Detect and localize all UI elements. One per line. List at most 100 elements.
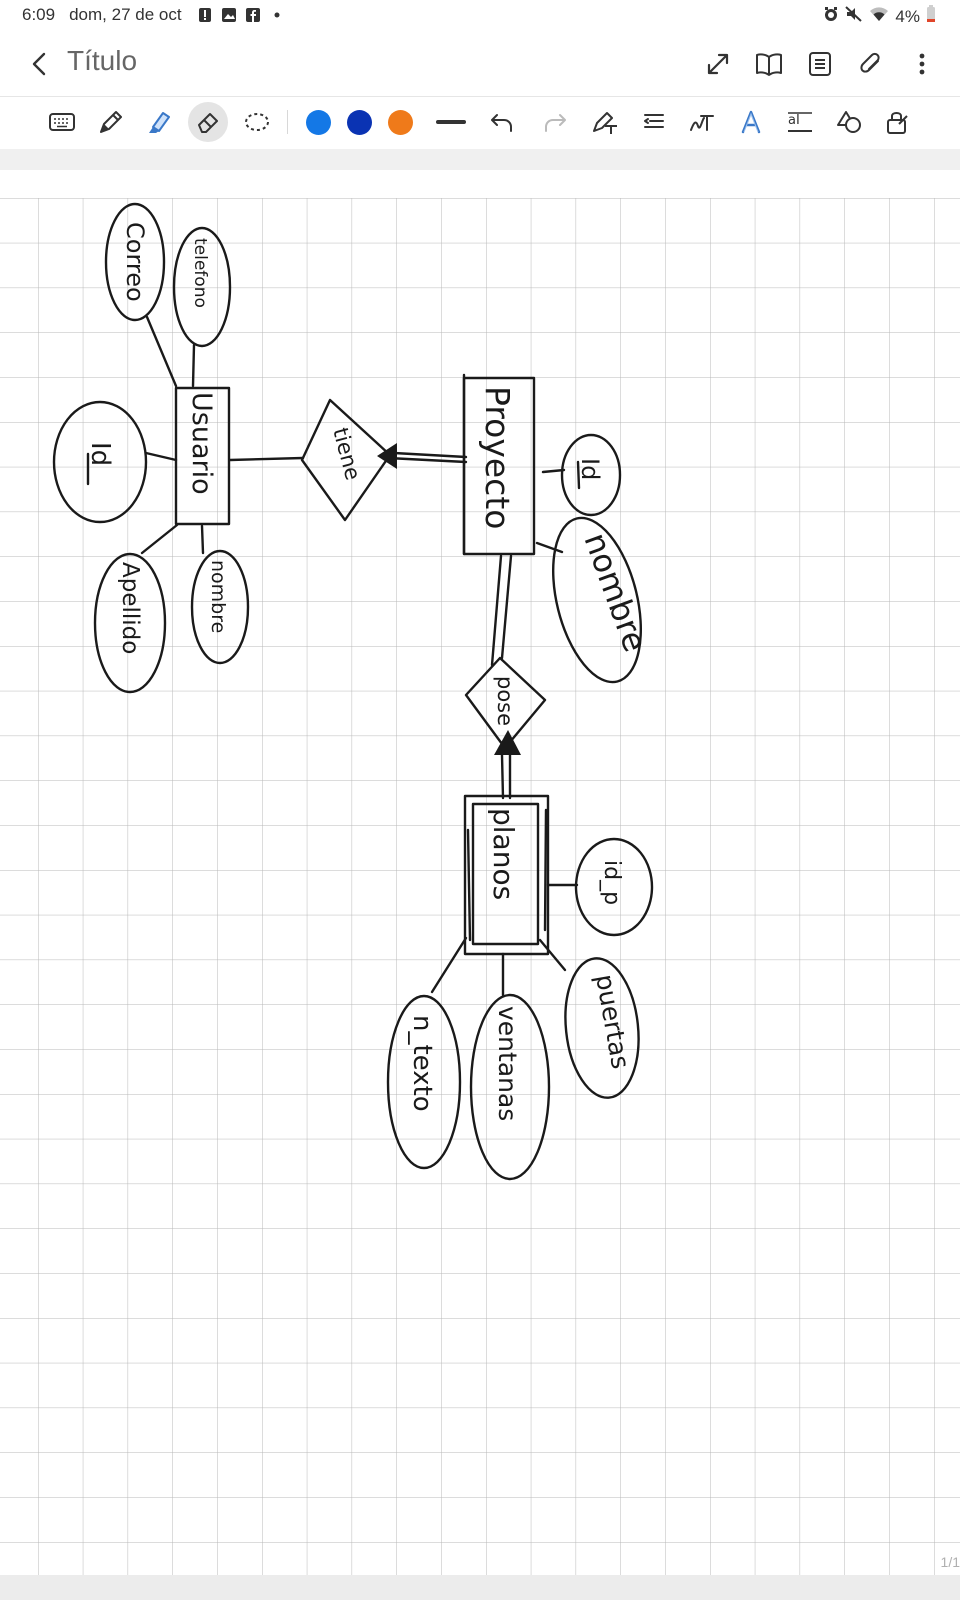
image-icon [220,6,238,24]
status-right: 4% [823,5,936,28]
line-proyecto-pose [490,554,503,667]
entity-planos[interactable]: planos [463,794,550,956]
status-battery-text: 4% [895,6,920,26]
wifi-icon [869,6,889,27]
note-title[interactable]: Título [67,45,138,76]
text-mode-icon [690,115,714,131]
attribute-n-texto[interactable]: n_texto [386,936,468,1170]
attribute-id-p-label: id_p [599,860,624,905]
bottom-strip [0,1575,960,1600]
shapes-icon [837,111,861,133]
attribute-puertas[interactable]: puertas [538,938,645,1101]
status-left: 6:09 dom, 27 de oct [22,5,286,25]
status-date: dom, 27 de oct [69,5,182,24]
text-format-icon: aI [788,112,812,132]
handwriting-to-text-icon [593,112,617,134]
entity-proyecto[interactable]: Proyecto [462,373,536,556]
toolbar-gap [0,149,960,170]
attribute-usuario-nombre[interactable]: nombre [190,524,250,665]
facebook-icon [244,6,262,24]
stroke-width-button[interactable] [431,102,471,142]
text-color-icon [741,110,761,134]
keyboard-icon [49,113,75,131]
note-canvas[interactable]: Usuario Correo telefono Id Apellido no [0,170,960,1575]
book-view-button[interactable] [749,44,789,84]
attribute-proyecto-id[interactable]: Id [541,433,622,517]
line-tiene-proyecto-2 [392,451,468,459]
attribute-proyecto-id-label: Id [576,458,604,480]
entity-usuario[interactable]: Usuario [174,386,231,526]
status-bar: 6:09 dom, 27 de oct 4% [0,0,960,30]
color-swatch-1[interactable] [306,110,331,135]
text-mode-button[interactable] [682,102,722,142]
line-pose-planos [500,753,505,800]
thick-line-icon [436,120,466,124]
text-color-button[interactable] [731,102,771,142]
app-actions [698,44,942,84]
eraser-button[interactable] [188,102,228,142]
lasso-button[interactable] [237,102,277,142]
er-diagram: Usuario Correo telefono Id Apellido no [0,170,960,1575]
text-format-button[interactable]: aI [780,102,820,142]
keyboard-button[interactable] [42,102,82,142]
attribute-ventanas-label: ventanas [493,1006,522,1121]
grid-background [0,198,960,1575]
svg-text:aI: aI [788,113,800,128]
status-time: 6:09 [22,5,56,24]
more-options-icon [919,53,925,75]
attribute-usuario-nombre-label: nombre [207,560,229,633]
attribute-telefono[interactable]: telefono [172,226,232,388]
highlighter-icon [149,112,170,133]
expand-button[interactable] [698,44,738,84]
attribute-usuario-id-label: Id [85,442,115,466]
mute-icon [845,6,863,27]
page-list-button[interactable] [800,44,840,84]
straighten-icon [644,114,664,128]
more-options-button[interactable] [902,44,942,84]
read-only-lock-icon [887,112,908,134]
color-swatch-2[interactable] [347,110,372,135]
book-view-icon [756,53,782,76]
attribute-apellido-label: Apellido [117,562,143,654]
pen-button[interactable] [91,102,131,142]
redo-button[interactable] [535,102,575,142]
attribute-ventanas[interactable]: ventanas [469,952,551,1181]
attribute-correo[interactable]: Correo [104,202,178,388]
attribute-telefono-label: telefono [190,238,210,308]
entity-proyecto-label: Proyecto [478,386,517,529]
color-swatch-3[interactable] [388,110,413,135]
highlighter-button[interactable] [140,102,180,142]
attach-icon [860,52,880,73]
shapes-button[interactable] [829,102,869,142]
attribute-n-texto-label: n_texto [407,1015,437,1112]
attribute-usuario-id[interactable]: Id [52,400,178,524]
drawing-toolbar: aI [0,96,960,150]
page-indicator: 1/1 [940,1554,960,1570]
handwriting-to-text-button[interactable] [585,102,625,142]
read-only-lock-button[interactable] [878,102,918,142]
undo-button[interactable] [482,102,522,142]
relationship-pose-label: pose [493,676,517,726]
back-button[interactable] [20,44,60,84]
alert-icon [196,6,214,24]
attribute-id-p[interactable]: id_p [546,837,654,937]
straighten-button[interactable] [634,102,674,142]
entity-usuario-label: Usuario [186,392,217,495]
line-usuario-tiene [228,456,305,462]
lasso-icon [245,113,269,131]
back-arrow-icon [32,52,46,76]
attribute-correo-label: Correo [121,222,149,302]
line-tiene-proyecto [386,456,468,464]
attribute-apellido[interactable]: Apellido [93,523,179,694]
page-list-icon [809,52,831,76]
alarm-icon [823,6,839,27]
undo-icon [491,114,512,132]
arrowhead-tiene [377,443,397,469]
attach-button[interactable] [851,44,891,84]
eraser-icon [198,113,218,133]
dot-icon [268,6,286,24]
entity-planos-label: planos [487,808,520,900]
line-proyecto-pose-2 [500,554,513,660]
expand-icon [707,53,729,75]
app-bar: Título [0,30,960,96]
